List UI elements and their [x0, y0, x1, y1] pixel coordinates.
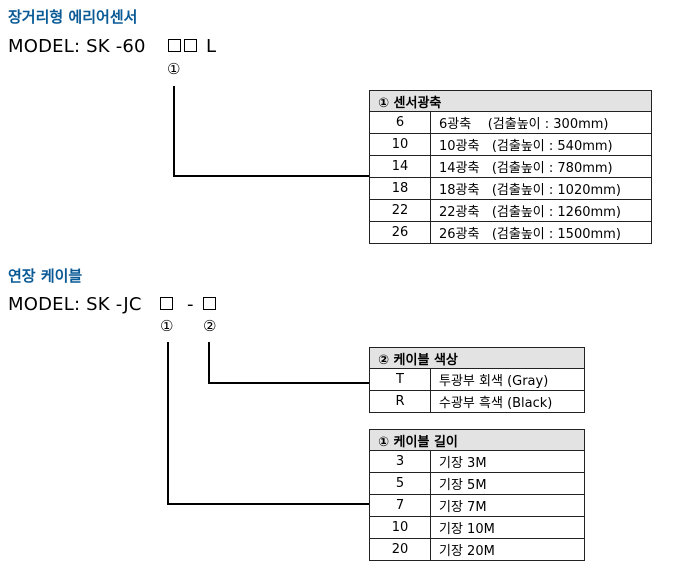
model-code-area-sensor: MODEL: SK -60: [8, 36, 146, 57]
connector-line-vertical: [208, 342, 210, 383]
connector-line-horizontal: [208, 382, 369, 384]
placeholder-box-2: [203, 297, 216, 310]
placeholder-box-2: [184, 39, 197, 52]
model-prefix: MODEL: SK -60: [8, 36, 146, 57]
placeholder-box-1: [160, 297, 173, 310]
section-title-area-sensor: 장거리형 에리어센서: [8, 8, 138, 26]
table-header: ② 케이블 색상: [369, 347, 585, 369]
marker-1-area-sensor: ①: [167, 60, 181, 78]
placeholder-box-1: [168, 39, 181, 52]
model-prefix: MODEL: SK -JC: [8, 294, 142, 315]
marker-1-extension-cable: ①: [160, 317, 174, 335]
section-title-extension-cable: 연장 케이블: [8, 267, 83, 285]
connector-line-vertical: [173, 86, 175, 176]
model-suffix: L: [206, 36, 217, 57]
connector-line-vertical: [167, 342, 169, 505]
connector-line-horizontal: [167, 503, 369, 505]
model-code-extension-cable: MODEL: SK -JC: [8, 294, 142, 315]
model-dash: -: [187, 294, 194, 315]
marker-2-extension-cable: ②: [203, 317, 217, 335]
table-header: ① 케이블 길이: [369, 429, 585, 451]
connector-line-horizontal: [173, 175, 369, 177]
table-header: ① 센서광축: [369, 90, 652, 112]
